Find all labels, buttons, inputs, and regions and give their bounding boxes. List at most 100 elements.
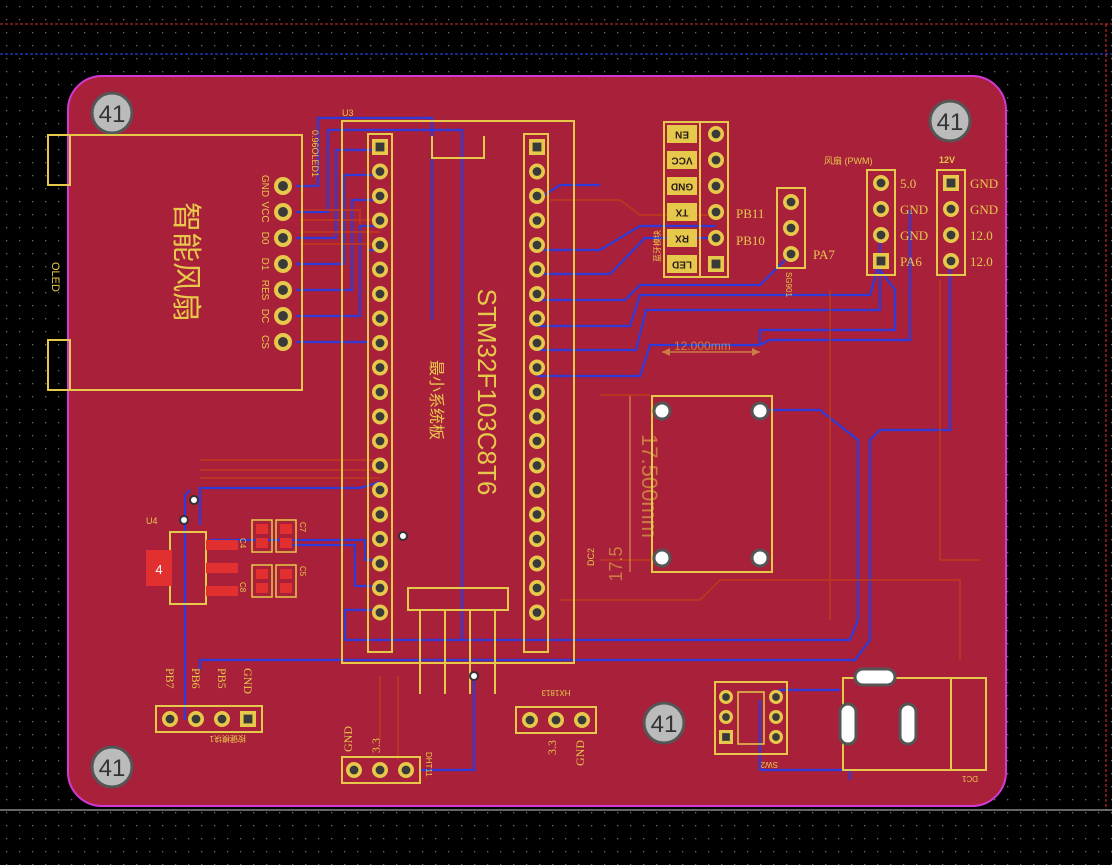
pad-drill bbox=[722, 713, 730, 721]
dc1-jack: DC1 bbox=[838, 667, 987, 783]
u3-subtitle: 最小系统板 bbox=[427, 360, 445, 440]
pad-drill bbox=[375, 387, 385, 397]
pad-drill bbox=[243, 714, 253, 724]
pad-drill bbox=[532, 216, 542, 225]
pad-drill bbox=[532, 338, 542, 348]
bluetooth-module: EN VCC GND TX RX LED 蓝牙模块 PB11 PB10 bbox=[652, 121, 765, 278]
power-pin-label: 12.0 bbox=[970, 228, 993, 243]
dht11-pin-label: GND bbox=[341, 726, 355, 752]
pad-drill bbox=[532, 142, 542, 152]
sw2-pins bbox=[719, 690, 783, 744]
pad-drill bbox=[532, 265, 542, 274]
pad-drill bbox=[349, 765, 359, 775]
u3-chip-name: STM32F103C8T6 bbox=[472, 289, 502, 496]
pad-drill bbox=[786, 197, 796, 207]
pad-drill bbox=[577, 715, 587, 725]
pad-drill bbox=[711, 155, 721, 165]
pad-drill bbox=[278, 285, 288, 295]
cap-label: C5 bbox=[298, 566, 307, 577]
key-pin-label: PB6 bbox=[189, 668, 203, 689]
pad-drill bbox=[946, 256, 956, 266]
sg90-net-pa7: PA7 bbox=[813, 247, 835, 262]
pad-drill bbox=[375, 608, 385, 617]
dc2-dimension: 12.000mm 17.500mm 17.5 bbox=[606, 339, 760, 582]
fan-pin-label: GND bbox=[900, 228, 928, 243]
pad-drill bbox=[278, 259, 288, 269]
pad-drill bbox=[532, 363, 542, 372]
pad-drill bbox=[532, 289, 542, 299]
pad-drill bbox=[532, 191, 542, 201]
pad-drill bbox=[711, 233, 721, 243]
pad-drill bbox=[532, 167, 542, 176]
pad-drill bbox=[532, 485, 542, 495]
hx1813-designator: HX1813 bbox=[541, 688, 570, 697]
pad-drill bbox=[532, 314, 542, 323]
pad-drill bbox=[375, 289, 385, 299]
oled-title: 智能风扇 bbox=[169, 202, 202, 322]
mounting-hole-bottom-left: 41 bbox=[90, 745, 134, 789]
pad-drill bbox=[532, 387, 542, 397]
u3-left-header-pins bbox=[372, 139, 388, 621]
power-12v-pins bbox=[943, 175, 959, 269]
mounting-hole-label: 41 bbox=[99, 101, 126, 128]
pad-drill bbox=[946, 204, 956, 214]
sg90-pins bbox=[783, 194, 799, 262]
oled-pin-label: GND bbox=[259, 175, 270, 197]
dc2-dim-small: 17.5 bbox=[606, 546, 626, 581]
pad-drill bbox=[278, 233, 288, 243]
dht11-pin-label: 3.3 bbox=[369, 738, 383, 753]
fan-pin-label: GND bbox=[900, 202, 928, 217]
pad-drill bbox=[532, 583, 542, 593]
fan-pin-label: PA6 bbox=[900, 254, 922, 269]
pad-drill bbox=[401, 765, 411, 775]
pad-drill bbox=[786, 249, 796, 259]
bluetooth-pin-label: EN bbox=[675, 128, 689, 139]
mounting-hole-label: 41 bbox=[937, 109, 964, 136]
pad-drill bbox=[375, 167, 385, 176]
vias bbox=[179, 495, 479, 681]
bottom-traces bbox=[183, 116, 952, 780]
mounting-hole-label: 41 bbox=[99, 755, 126, 782]
hx1813-pin-label: GND bbox=[573, 740, 587, 766]
oled-module: OLED 智能风扇 GND VCC D0 D1 RES DC CS bbox=[47, 134, 303, 391]
power-12v-header: 12V GND GND 12.0 12.0 bbox=[936, 155, 998, 276]
pad-drill bbox=[711, 259, 721, 269]
top-traces bbox=[200, 199, 980, 760]
bluetooth-pin-label: GND bbox=[671, 180, 693, 191]
pad-drill bbox=[278, 181, 288, 191]
power-pin-label: 12.0 bbox=[970, 254, 993, 269]
mounting-hole-bottom-center: 41 bbox=[642, 701, 686, 745]
oled-pin-label: VCC bbox=[259, 201, 270, 222]
pad-drill bbox=[532, 461, 542, 470]
power-pin-label: GND bbox=[970, 202, 998, 217]
pad-drill bbox=[532, 412, 542, 421]
oled-pin-label: RES bbox=[259, 280, 270, 301]
pad-drill bbox=[375, 338, 385, 348]
pad-drill bbox=[525, 715, 535, 725]
pad-drill bbox=[375, 583, 385, 593]
pad-drill bbox=[375, 412, 385, 421]
pad-drill bbox=[375, 765, 385, 775]
dc2-dim-width: 12.000mm bbox=[674, 339, 731, 353]
key-pin-label: PB5 bbox=[215, 668, 229, 689]
oled-designator: OLED bbox=[49, 262, 61, 292]
fan-header: 风扇 (PWM) 5.0 GND GND PA6 bbox=[824, 155, 928, 276]
mounting-hole-label: 41 bbox=[651, 711, 678, 738]
key-pins bbox=[162, 711, 256, 727]
pad-drill bbox=[375, 485, 385, 495]
cap-label: C4 bbox=[238, 538, 247, 549]
fan-label: 风扇 (PWM) bbox=[824, 155, 873, 166]
dht11-header: DHT11 GND 3.3 bbox=[341, 726, 433, 784]
pad-drill bbox=[876, 256, 886, 266]
key-module: PB7 PB6 PB5 GND 按键模块1 bbox=[155, 668, 263, 744]
oled-pin-labels: GND VCC D0 D1 RES DC CS bbox=[259, 175, 270, 349]
oled-pins bbox=[274, 177, 292, 351]
pad-drill bbox=[532, 436, 542, 446]
sg90-designator: SG901 bbox=[784, 272, 793, 297]
u3-net-label: 0.96OLED1 bbox=[310, 130, 320, 177]
u3-designator: U3 bbox=[342, 108, 354, 118]
pad-drill bbox=[722, 733, 730, 741]
pad-drill bbox=[375, 510, 385, 519]
pad-drill bbox=[278, 311, 288, 321]
